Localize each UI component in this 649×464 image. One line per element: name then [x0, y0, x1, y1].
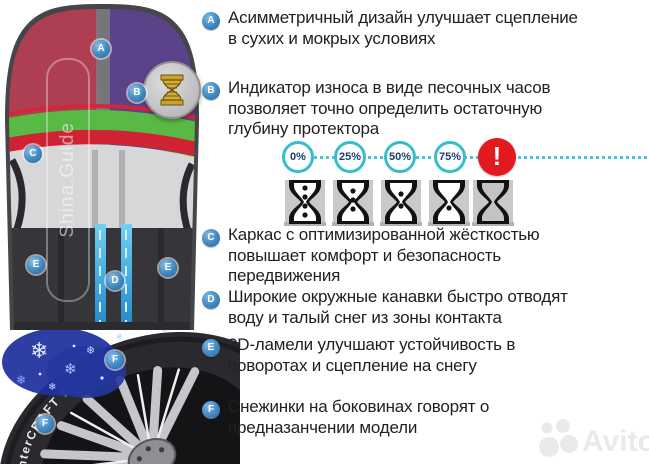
feature-badge-a: A: [202, 12, 220, 30]
snowflake-icon: ❄: [159, 330, 169, 335]
snowflake-icon: ❄: [86, 345, 95, 357]
feature-badge-c: C: [202, 229, 220, 247]
hourglass-icon-25: [332, 180, 374, 226]
avito-logo-icon: [539, 419, 578, 457]
hourglass-icon-75: [428, 180, 470, 226]
wear-level-25: 25%: [334, 141, 366, 173]
hourglass-icon-0: [284, 180, 326, 226]
wear-level-50: 50%: [384, 141, 416, 173]
snowflake-icon: ❄: [64, 361, 77, 378]
tire-marker-c: C: [24, 145, 42, 163]
feature-badge-b: B: [202, 82, 220, 100]
wear-level-0: 0%: [282, 141, 314, 173]
photo-watermark: Shina.Guide: [57, 122, 78, 238]
feature-text-b: Индикатор износа в виде песочных часов п…: [228, 78, 551, 138]
wear-level-75: 75%: [434, 141, 466, 173]
tire-marker-d: D: [106, 272, 124, 290]
wear-scale-dotted-line: [290, 156, 647, 159]
snowflake-icon: ❄: [16, 373, 26, 387]
wear-alert-icon: !: [478, 138, 516, 176]
tire-marker-b: B: [128, 84, 146, 102]
groove-blue-right: [121, 224, 132, 330]
hourglass-icon-50: [380, 180, 422, 226]
feature-text-a: Асимметричный дизайн улучшает сцепление …: [228, 8, 578, 48]
wear-indicator-magnifier: [143, 61, 201, 119]
feature-badge-f: F: [202, 401, 220, 419]
snowflake-icon: ❄: [30, 338, 48, 363]
tire-marker-f-bottom: F: [36, 415, 54, 433]
snowflake-icon: ❄: [115, 331, 125, 342]
gold-hourglass-icon: [160, 74, 184, 106]
groove-blue-left: [95, 224, 106, 330]
band-red: [9, 129, 195, 156]
band-green: [9, 109, 195, 142]
feature-badge-e: E: [202, 339, 220, 357]
tire-marker-a: A: [92, 40, 110, 58]
tire-marker-e-right: E: [159, 259, 177, 277]
feature-text-f: Снежинки на боковинах говорят о предназа…: [228, 397, 490, 437]
snowflake-icon: ❄: [48, 382, 56, 393]
tire-marker-f-top: F: [106, 351, 124, 369]
feature-text-c: Каркас с оптимизированной жёсткостью пов…: [228, 225, 540, 285]
feature-badge-d: D: [202, 291, 220, 309]
photo-watermark-frame: Shina.Guide: [46, 58, 90, 302]
tire-marker-e-left: E: [27, 256, 45, 274]
hourglass-icon-worn: [472, 180, 514, 226]
feature-text-d: Широкие окружные канавки быстро отводят …: [228, 287, 568, 327]
feature-text-e: 3D-ламели улучшают устойчивость в поворо…: [228, 335, 516, 375]
brand-watermark: Avito: [538, 419, 649, 463]
avito-logo-text: Avito: [582, 425, 649, 458]
